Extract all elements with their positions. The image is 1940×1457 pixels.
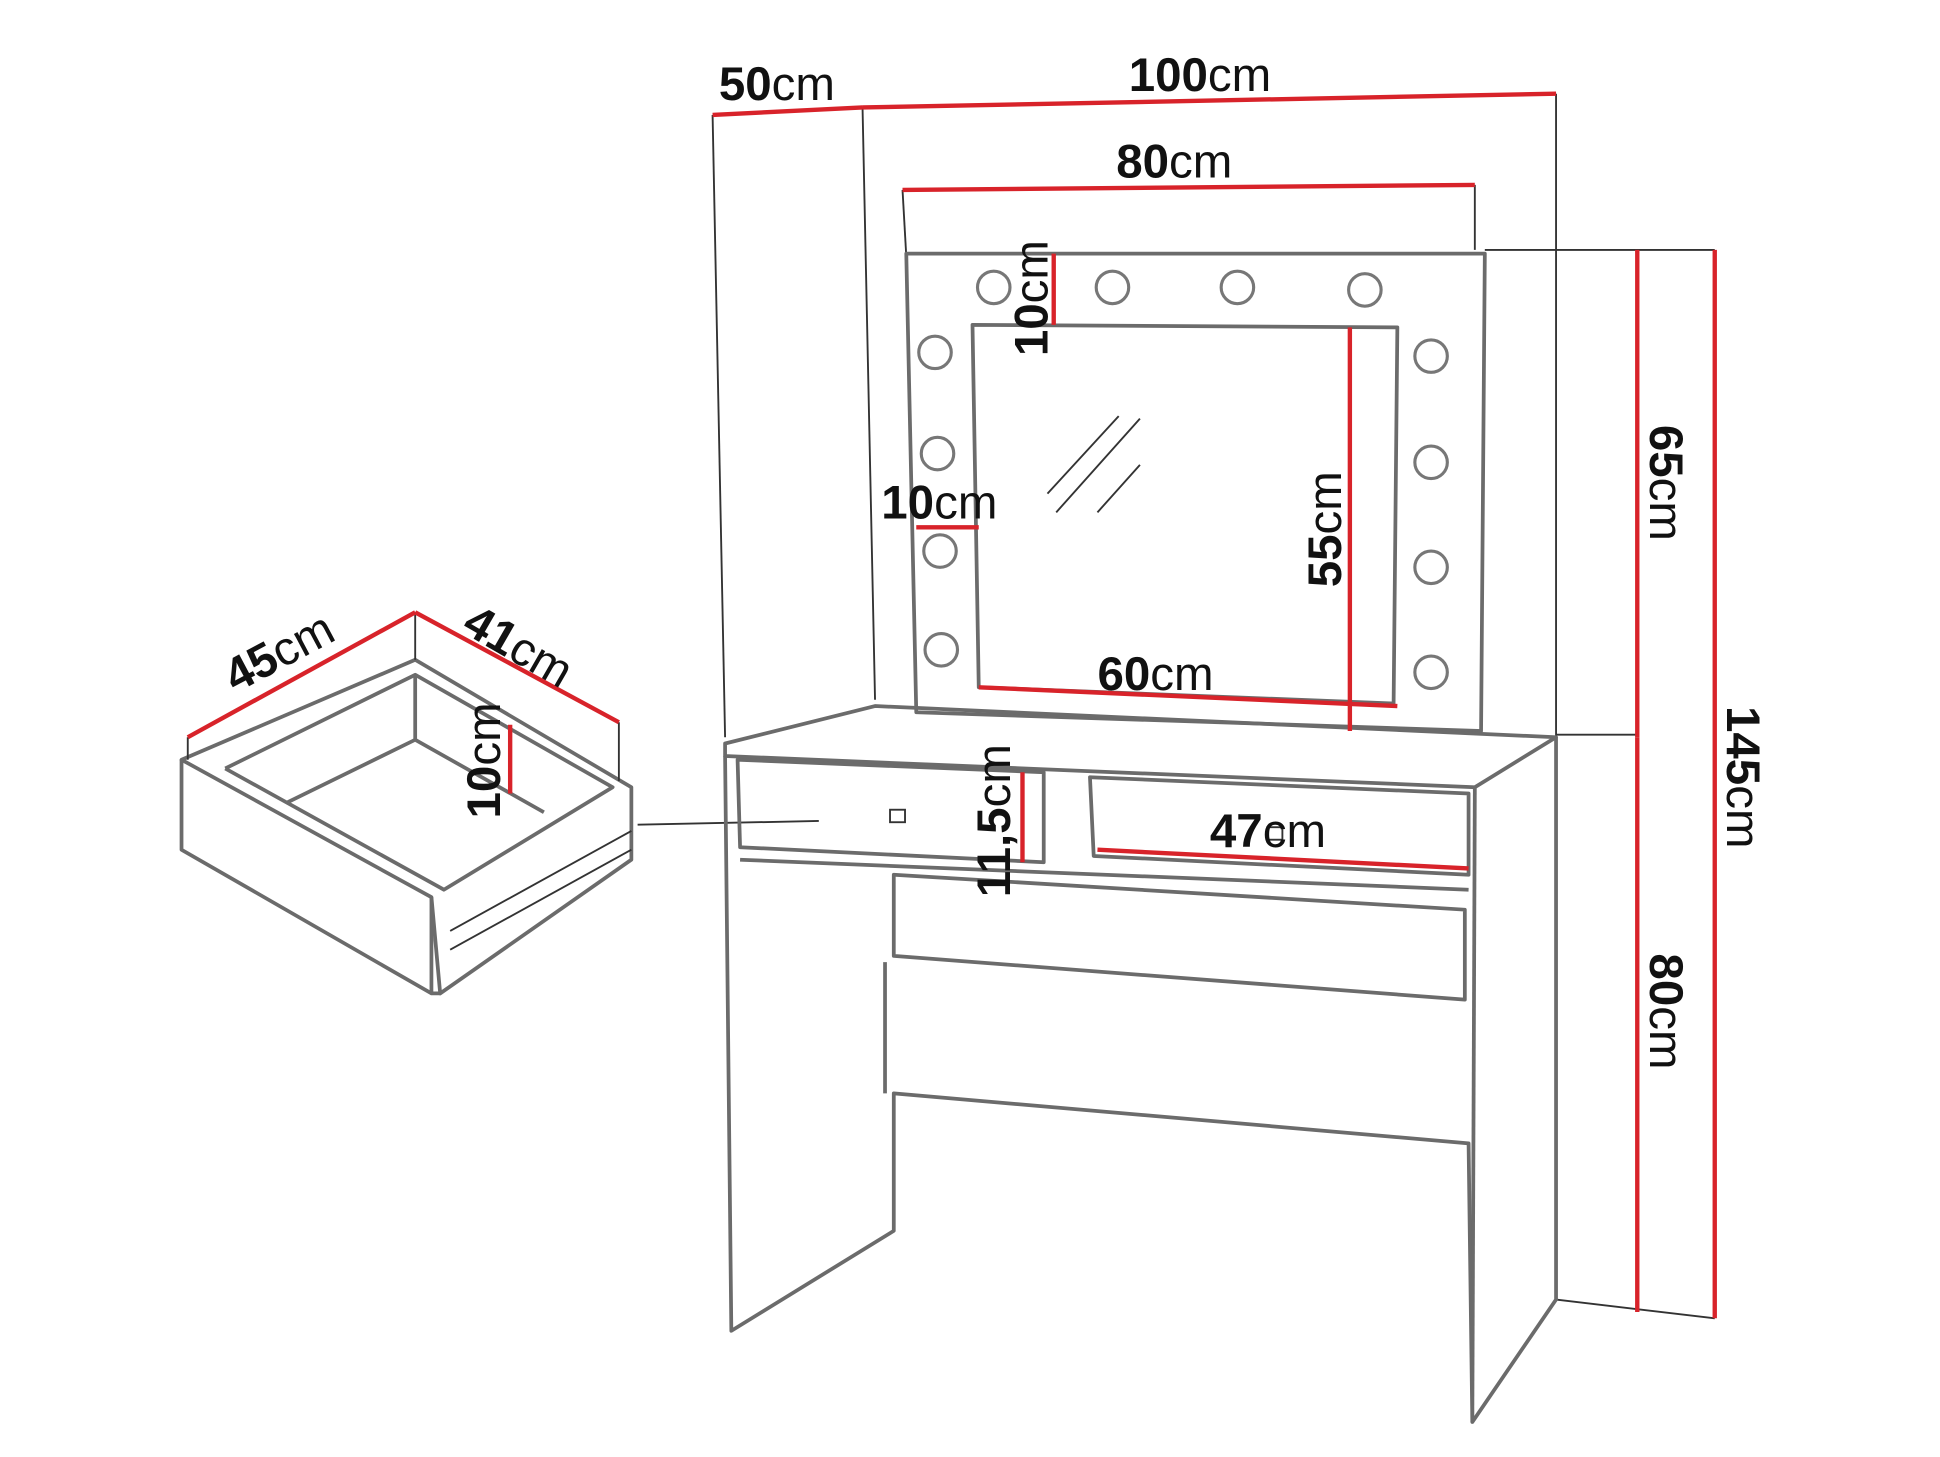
label-drawer-height: 11,5cm: [968, 744, 1021, 897]
light-bulbs: [917, 269, 1449, 691]
label-mirror-frame-top: 10cm: [1005, 240, 1058, 356]
label-total-height: 145cm: [1716, 706, 1769, 848]
label-mirror-glass-width: 60cm: [1097, 648, 1213, 701]
label-width-total: 100cm: [1129, 49, 1271, 102]
dimension-labels: 50cm 100cm 80cm 10cm 10cm 55cm 60cm 65cm…: [216, 49, 1770, 1069]
label-mirror-frame-side: 10cm: [881, 477, 997, 530]
label-drawer-box-height: 10cm: [458, 702, 511, 818]
mirror: [904, 251, 1487, 733]
label-mirror-width: 80cm: [1116, 135, 1232, 188]
extension-lines: [637, 93, 1715, 1320]
label-mirror-height: 65cm: [1639, 425, 1692, 541]
label-drawer-width: 47cm: [1210, 805, 1326, 858]
dimension-lines: [186, 91, 1717, 1319]
label-drawer-box-depth: 41cm: [455, 595, 582, 699]
label-depth-total: 50cm: [719, 58, 835, 111]
drawer-box: [179, 612, 634, 996]
dressing-table: [723, 704, 1558, 1424]
label-table-height: 80cm: [1639, 953, 1692, 1069]
label-mirror-glass-height: 55cm: [1299, 471, 1352, 587]
